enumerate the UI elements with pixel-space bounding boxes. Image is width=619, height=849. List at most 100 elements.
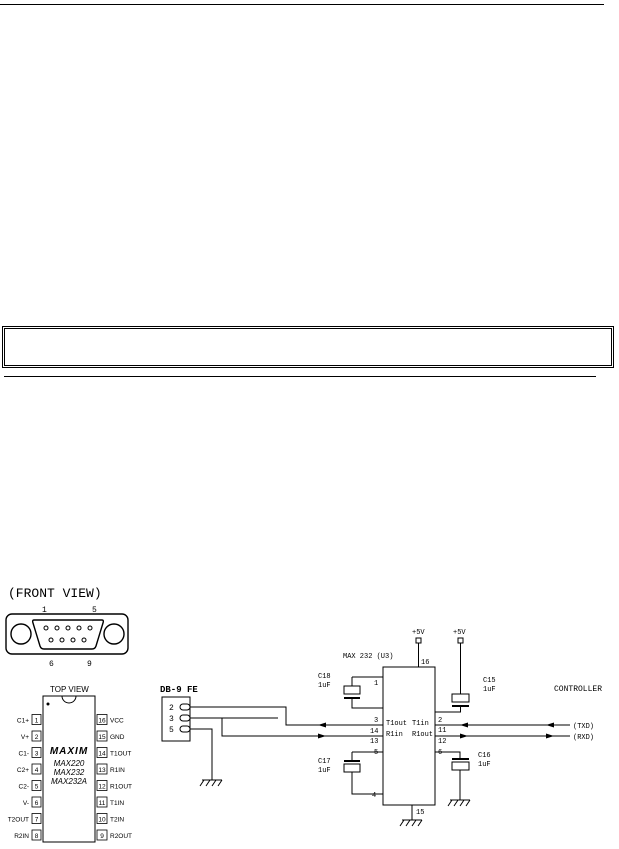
- wire-db9-pin2: [190, 706, 383, 726]
- chip-pin-number: 1: [35, 718, 39, 725]
- c17-capacitor: [343, 763, 361, 773]
- vcc2-label: +5V: [453, 629, 466, 637]
- c16-name: C16: [478, 752, 491, 760]
- pin-label-9: 9: [87, 660, 92, 668]
- chip-pin-number: 5: [35, 784, 39, 791]
- chip-pin-name: T2IN: [110, 817, 124, 824]
- ic-pin-3: 3: [374, 717, 378, 725]
- chip-pin-number: 16: [98, 718, 106, 725]
- pin1-dot: [46, 702, 50, 706]
- pin-label-5: 5: [92, 606, 97, 615]
- chip-pin-number: 7: [35, 817, 39, 824]
- ic-pin-16: 16: [421, 659, 429, 667]
- chip-pin-box: [96, 747, 108, 758]
- chip-pin-box: [31, 780, 42, 791]
- chip-pin-box: [96, 813, 108, 824]
- chip-pin-box: [96, 780, 108, 791]
- db9-pin3-pad: [179, 714, 191, 722]
- chip-notch: [61, 695, 77, 704]
- chip-pin-box: [96, 714, 108, 725]
- chip-pin-name: R2OUT: [110, 833, 132, 840]
- ic-pin-11: 11: [438, 727, 446, 735]
- max232-pinout-figure: TOP VIEW MAXIM MAX220 MAX232 MAX232A 1C1…: [8, 685, 132, 843]
- wire-db9-pin5: [190, 728, 213, 780]
- chip-pin-name: C2+: [17, 767, 29, 774]
- chip-brand: MAXIM: [50, 746, 88, 757]
- controller-label: CONTROLLER: [554, 685, 602, 694]
- txd-label: (TXD): [573, 723, 594, 731]
- chip-part-3: MAX232A: [51, 777, 87, 786]
- ic-pin-6: 6: [438, 749, 442, 757]
- chip-pin-number: 8: [35, 833, 39, 840]
- vcc1-terminal: [415, 637, 422, 644]
- c15-capacitor: [451, 693, 470, 703]
- connector-pins: [43, 625, 93, 643]
- chip-pin-name: C1-: [19, 751, 29, 758]
- db9-label: DB-9 FE: [160, 685, 198, 695]
- wire-db9-pin3-b: [190, 717, 383, 737]
- ic-pin-15: 15: [416, 809, 424, 817]
- chip-pin-number: 6: [35, 800, 39, 807]
- chip-pin-name: GND: [110, 734, 125, 741]
- c17-value: 1uF: [318, 767, 331, 775]
- ground-ic: [399, 819, 423, 827]
- mount-hole-right: [103, 623, 125, 645]
- db9-pin2-pad: [179, 703, 191, 711]
- c16-wire: [435, 751, 461, 758]
- ground-c16: [447, 799, 471, 807]
- top-view-label: TOP VIEW: [50, 685, 89, 694]
- c18-capacitor: [343, 685, 361, 695]
- chip-pin-name: C2-: [19, 784, 29, 791]
- ic-pin-13: 13: [370, 738, 378, 746]
- section-rule: [4, 376, 596, 377]
- c15-value: 1uF: [483, 686, 496, 694]
- chip-pin-box: [31, 747, 42, 758]
- chip-pin-box: [31, 730, 42, 742]
- chip-pin-name: R1IN: [110, 767, 125, 774]
- chip-pin-name: VCC: [110, 718, 124, 725]
- pin-label-6: 6: [49, 660, 54, 668]
- mount-hole-left: [10, 623, 32, 645]
- rxd-label: (RXD): [573, 734, 594, 742]
- signal-t1in: T1in: [412, 720, 429, 728]
- ic-pin-1: 1: [374, 680, 378, 688]
- chip-pin-name: R1OUT: [110, 784, 132, 791]
- db9-pin5-pad: [179, 725, 191, 733]
- chip-pin-number: 11: [99, 800, 106, 807]
- c17-wire-bottom: [351, 772, 383, 795]
- ic-pin-14: 14: [370, 728, 378, 736]
- chip-pin-box: [31, 796, 42, 808]
- chip-pin-number: 13: [98, 767, 106, 774]
- db9-pin-3: 3: [169, 715, 174, 724]
- c15-wire: [435, 706, 461, 713]
- chip-pin-number: 4: [35, 767, 39, 774]
- c16-value: 1uF: [478, 761, 491, 769]
- chip-pin-box: [31, 714, 42, 725]
- ic-pin-4: 4: [372, 792, 376, 800]
- pin-label-1: 1: [42, 606, 47, 615]
- db9-pin-5: 5: [169, 726, 174, 735]
- vcc1-label: +5V: [412, 629, 425, 637]
- signal-r1in: R1in: [386, 731, 403, 739]
- chip-pin-number: 10: [98, 817, 106, 824]
- chip-pin-name: R2IN: [14, 833, 29, 840]
- connector-shell: [5, 613, 129, 655]
- c15-name: C15: [483, 677, 496, 685]
- chip-pin-number: 15: [98, 734, 106, 741]
- boxed-section: [2, 326, 614, 368]
- db9-front-view-figure: (FRONT VIEW) 1 5 6 9: [5, 586, 129, 668]
- chip-pin-name: T2OUT: [8, 817, 29, 824]
- chip-pin-number: 3: [35, 751, 39, 758]
- chip-pin-number: 14: [98, 751, 106, 758]
- ground-db9: [199, 779, 223, 787]
- chip-pin-name: V-: [23, 800, 29, 807]
- chip-pin-box: [31, 813, 42, 824]
- chip-pin-name: T1OUT: [110, 751, 131, 758]
- chip-pin-box: [96, 763, 108, 775]
- chip-body: [42, 695, 96, 843]
- chip-pin-name: T1IN: [110, 800, 124, 807]
- chip-pin-box: [31, 763, 42, 775]
- chip-pin-box: [96, 829, 108, 841]
- rs232-schematic: DB-9 FE 2 3 5 MAX 232 (U3) +5V +5V C18 1…: [160, 629, 602, 827]
